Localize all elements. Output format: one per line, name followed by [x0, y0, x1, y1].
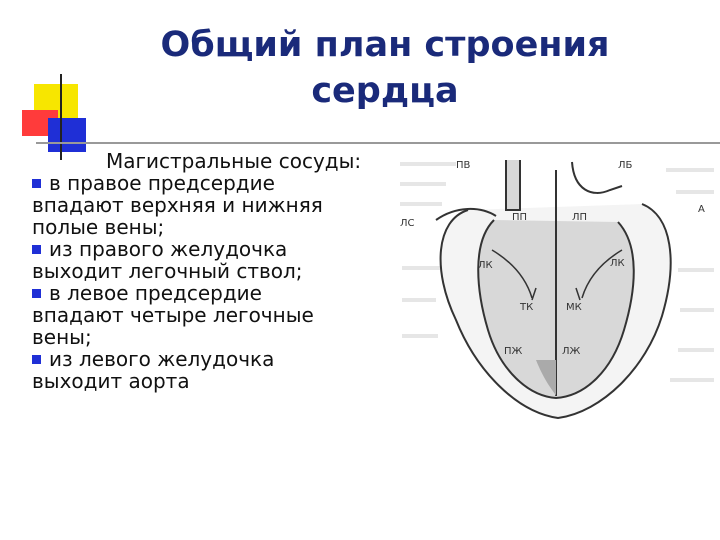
vena-cava-vessel: [505, 160, 521, 211]
label-pzh: ПЖ: [504, 346, 523, 357]
background-texture: [400, 162, 714, 382]
title-line-1: Общий план строения: [160, 25, 610, 65]
label-lk-left: ЛК: [478, 260, 493, 271]
apex-shading: [536, 360, 556, 396]
label-ls: ЛС: [400, 218, 415, 229]
bullet-text: впадают четыре легочные: [32, 303, 314, 327]
bullet-text: полые вены;: [32, 215, 165, 239]
bullet-text: впадают верхняя и нижняя: [32, 193, 323, 217]
bullet-text: выходит аорта: [32, 369, 190, 393]
bullet-square-icon: [32, 179, 41, 188]
aorta-vessel: [571, 161, 623, 194]
bullet-text: в правое предсердие: [49, 171, 275, 195]
bullet-square-icon: [32, 245, 41, 254]
title-divider-line: [36, 142, 720, 144]
bullet-square-icon: [32, 289, 41, 298]
pulmonary-vessel: [435, 207, 497, 221]
slide-title: Общий план строения сердца: [120, 22, 650, 114]
diagram-labels: ПВ ЛБ ЛС ПП ЛП А ЛК ЛК ТК МК ПЖ ЛЖ: [400, 160, 705, 357]
bullet-text: вены;: [32, 325, 92, 349]
label-pp: ПП: [512, 212, 527, 223]
label-lk-right: ЛК: [610, 258, 625, 269]
bullet-square-icon: [32, 355, 41, 364]
label-lzh: ЛЖ: [562, 346, 581, 357]
valve-cusps: [531, 287, 581, 301]
vessels-heading: Магистральные сосуды:: [106, 149, 362, 173]
bullet-item: в правое предсердие впадают верхняя и ни…: [32, 172, 402, 238]
bullet-text: в левое предсердие: [49, 281, 262, 305]
bullet-text: выходит легочный ствол;: [32, 259, 303, 283]
label-lp: ЛП: [572, 212, 587, 223]
title-line-2: сердца: [311, 71, 459, 111]
label-a: А: [698, 204, 705, 215]
label-mk: МК: [566, 302, 582, 313]
label-tk: ТК: [519, 302, 533, 313]
bullet-item: из левого желудочка выходит аорта: [32, 348, 402, 392]
label-lb: ЛБ: [618, 160, 633, 171]
decor-blue-square: [48, 118, 86, 152]
vessels-text: Магистральные сосуды: в правое предсерди…: [32, 150, 402, 392]
bullet-item: в левое предсердие впадают четыре легочн…: [32, 282, 402, 348]
tricuspid-valve: [491, 249, 533, 299]
label-pv: ПВ: [456, 160, 471, 171]
decor-vertical-line: [60, 74, 62, 160]
mitral-valve: [581, 249, 623, 299]
bullet-text: из левого желудочка: [49, 347, 275, 371]
heart-diagram: ПВ ЛБ ЛС ПП ЛП А ЛК ЛК ТК МК ПЖ ЛЖ: [400, 160, 714, 420]
bullet-item: из правого желудочка выходит легочный ст…: [32, 238, 402, 282]
bullet-text: из правого желудочка: [49, 237, 288, 261]
